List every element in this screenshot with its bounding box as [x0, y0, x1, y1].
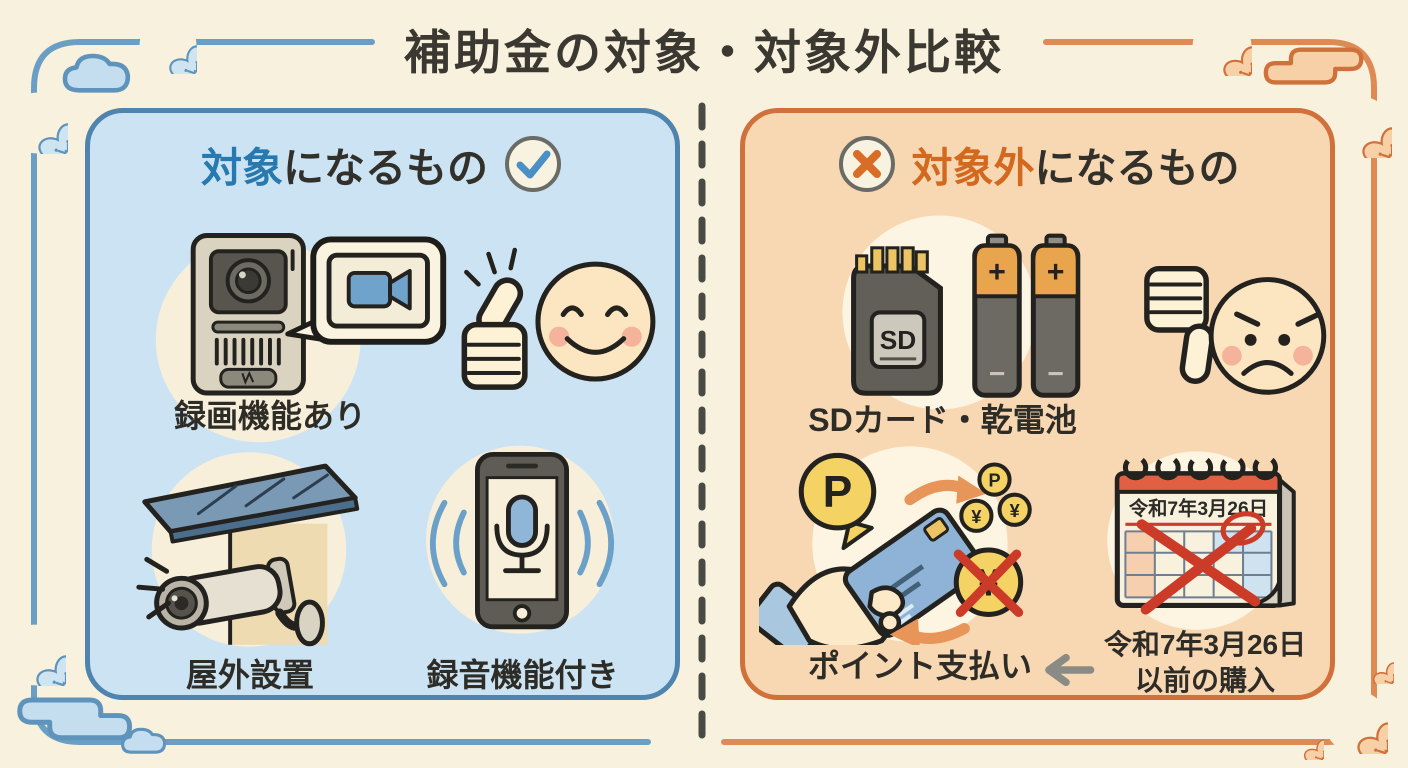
sakura-icon	[1324, 690, 1388, 754]
battery-plus: +	[1047, 256, 1065, 289]
cloud-icon	[116, 724, 172, 756]
thumbs-up-icon	[461, 277, 528, 390]
eligible-header-text: 対象になるもの	[201, 134, 488, 194]
doorbell-camera-icon	[155, 233, 447, 443]
smiley-face-icon	[535, 261, 656, 382]
left-arrow-icon	[1045, 653, 1095, 687]
eligible-header-highlight: 対象	[201, 145, 283, 191]
video-camera-icon	[346, 268, 412, 311]
battery-minus: −	[989, 357, 1006, 389]
point-payment-icon: P P ¥ ¥ ¥	[759, 446, 1032, 645]
not-eligible-item-label-sd-battery: SDカード・乾電池	[808, 402, 1077, 438]
thumbs-up-smiley-icon	[461, 247, 656, 390]
phone-recording-icon	[426, 445, 615, 634]
red-circle-mark	[1220, 511, 1266, 546]
eligible-header: 対象になるもの	[90, 133, 675, 195]
coin-icon: ¥	[997, 492, 1032, 527]
thumbs-down-angry-icon	[1144, 266, 1327, 395]
check-circle-icon	[505, 136, 561, 192]
battery-icon: + −	[1030, 233, 1081, 398]
sakura-icon	[1330, 96, 1392, 158]
angry-face-icon	[1208, 277, 1327, 395]
alert-lines	[136, 556, 172, 620]
point-bubble: P	[798, 452, 877, 551]
not-eligible-header: 対象外になるもの	[745, 133, 1330, 195]
sakura-icon	[4, 624, 66, 686]
not-eligible-header-rest: になるもの	[1034, 145, 1240, 191]
battery-icon: + −	[972, 233, 1022, 398]
svg-text:P: P	[988, 471, 1000, 491]
page-title: 補助金の対象・対象外比較	[404, 26, 1004, 79]
x-circle-icon	[838, 136, 895, 192]
coin-icon: P	[977, 462, 1012, 497]
not-eligible-panel: 対象外になるもの SD + −	[740, 108, 1335, 700]
calendar-date-text: 令和7年3月26日	[1129, 497, 1268, 520]
svg-text:¥: ¥	[971, 507, 981, 527]
microphone-icon	[494, 494, 550, 574]
not-eligible-header-highlight: 対象外	[911, 145, 1035, 191]
not-eligible-item-label-purchase: 令和7年3月26日 以前の購入	[1075, 627, 1335, 700]
eligible-item-label-audio: 録音機能付き	[426, 657, 619, 693]
point-letter: P	[823, 468, 853, 517]
not-eligible-item-label-points: ポイント支払い	[807, 648, 1032, 684]
sd-card-icon: SD	[851, 246, 943, 396]
eligible-panel: 対象になるもの	[85, 108, 680, 700]
sakura-icon	[6, 92, 68, 154]
sakura-icon	[1192, 16, 1252, 76]
eligible-header-rest: になるもの	[283, 145, 488, 191]
not-eligible-header-text: 対象外になるもの	[912, 134, 1240, 194]
eligible-item-label-recording: 録画機能あり	[173, 398, 366, 434]
coin-icon: ¥	[959, 498, 994, 533]
sound-waves	[429, 499, 615, 588]
thumbs-down-icon	[1144, 266, 1215, 384]
calendar-crossed-icon: 令和7年3月26日	[1107, 451, 1296, 630]
arrowhead	[889, 618, 920, 645]
battery-plus: +	[988, 256, 1006, 289]
sd-card-batteries-icon: SD + − + −	[842, 215, 1081, 410]
purchase-label-line1: 令和7年3月26日	[1103, 629, 1307, 660]
crossed-yen-coin-icon: ¥	[953, 547, 1024, 617]
spark-lines	[464, 247, 518, 287]
purchase-label-line2: 以前の購入	[1134, 665, 1275, 697]
arrowhead	[956, 475, 987, 504]
sakura-icon	[1282, 718, 1324, 760]
eligible-item-label-outdoor: 屋外設置	[185, 657, 314, 693]
outdoor-camera-icon	[136, 452, 360, 647]
sd-card-label: SD	[880, 325, 916, 355]
battery-minus: −	[1047, 357, 1064, 389]
svg-text:¥: ¥	[1010, 501, 1020, 521]
sakura-icon	[1350, 640, 1394, 684]
sakura-icon	[139, 16, 197, 74]
